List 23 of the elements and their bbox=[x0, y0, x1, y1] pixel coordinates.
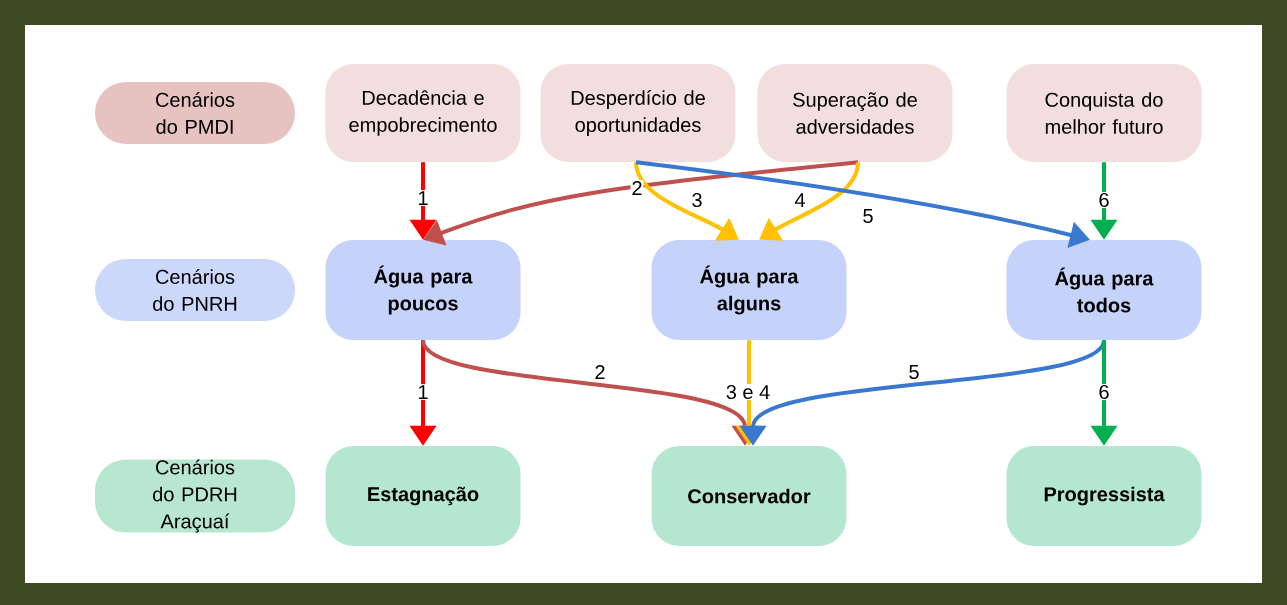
edge-label: 3 bbox=[690, 191, 704, 209]
scenario-box: Água para poucos bbox=[325, 240, 521, 340]
scenario-box: Água para todos bbox=[1006, 240, 1202, 340]
edge-label: 4 bbox=[793, 192, 807, 208]
edge-label: 2 bbox=[593, 364, 607, 380]
edge-label: 5 bbox=[907, 364, 921, 380]
scenario-box: Estagnação bbox=[325, 446, 521, 546]
scenario-box: Água para alguns bbox=[651, 240, 847, 340]
scenario-box: Conservador bbox=[651, 446, 847, 546]
edge-label: 6 bbox=[1097, 383, 1111, 401]
row-heading: Cenários do PMDI bbox=[95, 82, 295, 144]
scenario-box: Desperdício de oportunidades bbox=[540, 64, 736, 162]
scenario-box: Decadência e empobrecimento bbox=[325, 64, 521, 162]
edge-label: 2 bbox=[630, 180, 644, 196]
edge-label: 6 bbox=[1097, 191, 1111, 209]
edge-label: 1 bbox=[416, 190, 430, 206]
row-heading: Cenários do PDRH Araçuaí bbox=[95, 459, 295, 533]
edge-label: 5 bbox=[861, 208, 875, 224]
edge-label: 1 bbox=[416, 384, 430, 400]
scenario-box: Conquista do melhor futuro bbox=[1006, 64, 1202, 162]
scenario-box: Progressista bbox=[1006, 446, 1202, 546]
scenario-box: Superação de adversidades bbox=[757, 64, 953, 162]
row-heading: Cenários do PNRH bbox=[95, 259, 295, 321]
